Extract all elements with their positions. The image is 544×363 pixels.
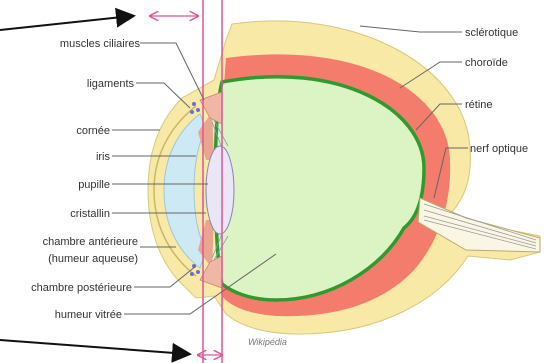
label-humeur-vitree: humeur vitrée	[55, 309, 122, 321]
lens-shape	[206, 146, 234, 234]
label-pupille: pupille	[78, 179, 110, 191]
label-nerf-optique: nerf optique	[470, 143, 528, 155]
label-choroide: choroïde	[465, 57, 508, 69]
label-chambre-anterieure: chambre antérieure	[43, 236, 138, 248]
label-sclerotique: sclérotique	[465, 27, 518, 39]
label-cornee: cornée	[76, 125, 110, 137]
label-ligaments: ligaments	[87, 78, 135, 90]
label-humeur-aqueuse: (humeur aqueuse)	[48, 253, 138, 265]
label-retine: rétine	[465, 99, 493, 111]
source-credit: Wikipédia	[248, 337, 287, 347]
label-chambre-posterieure: chambre postérieure	[31, 282, 132, 294]
label-iris: iris	[96, 151, 111, 163]
label-cristallin: cristallin	[70, 208, 110, 220]
label-muscles-ciliaires: muscles ciliaires	[60, 38, 141, 50]
